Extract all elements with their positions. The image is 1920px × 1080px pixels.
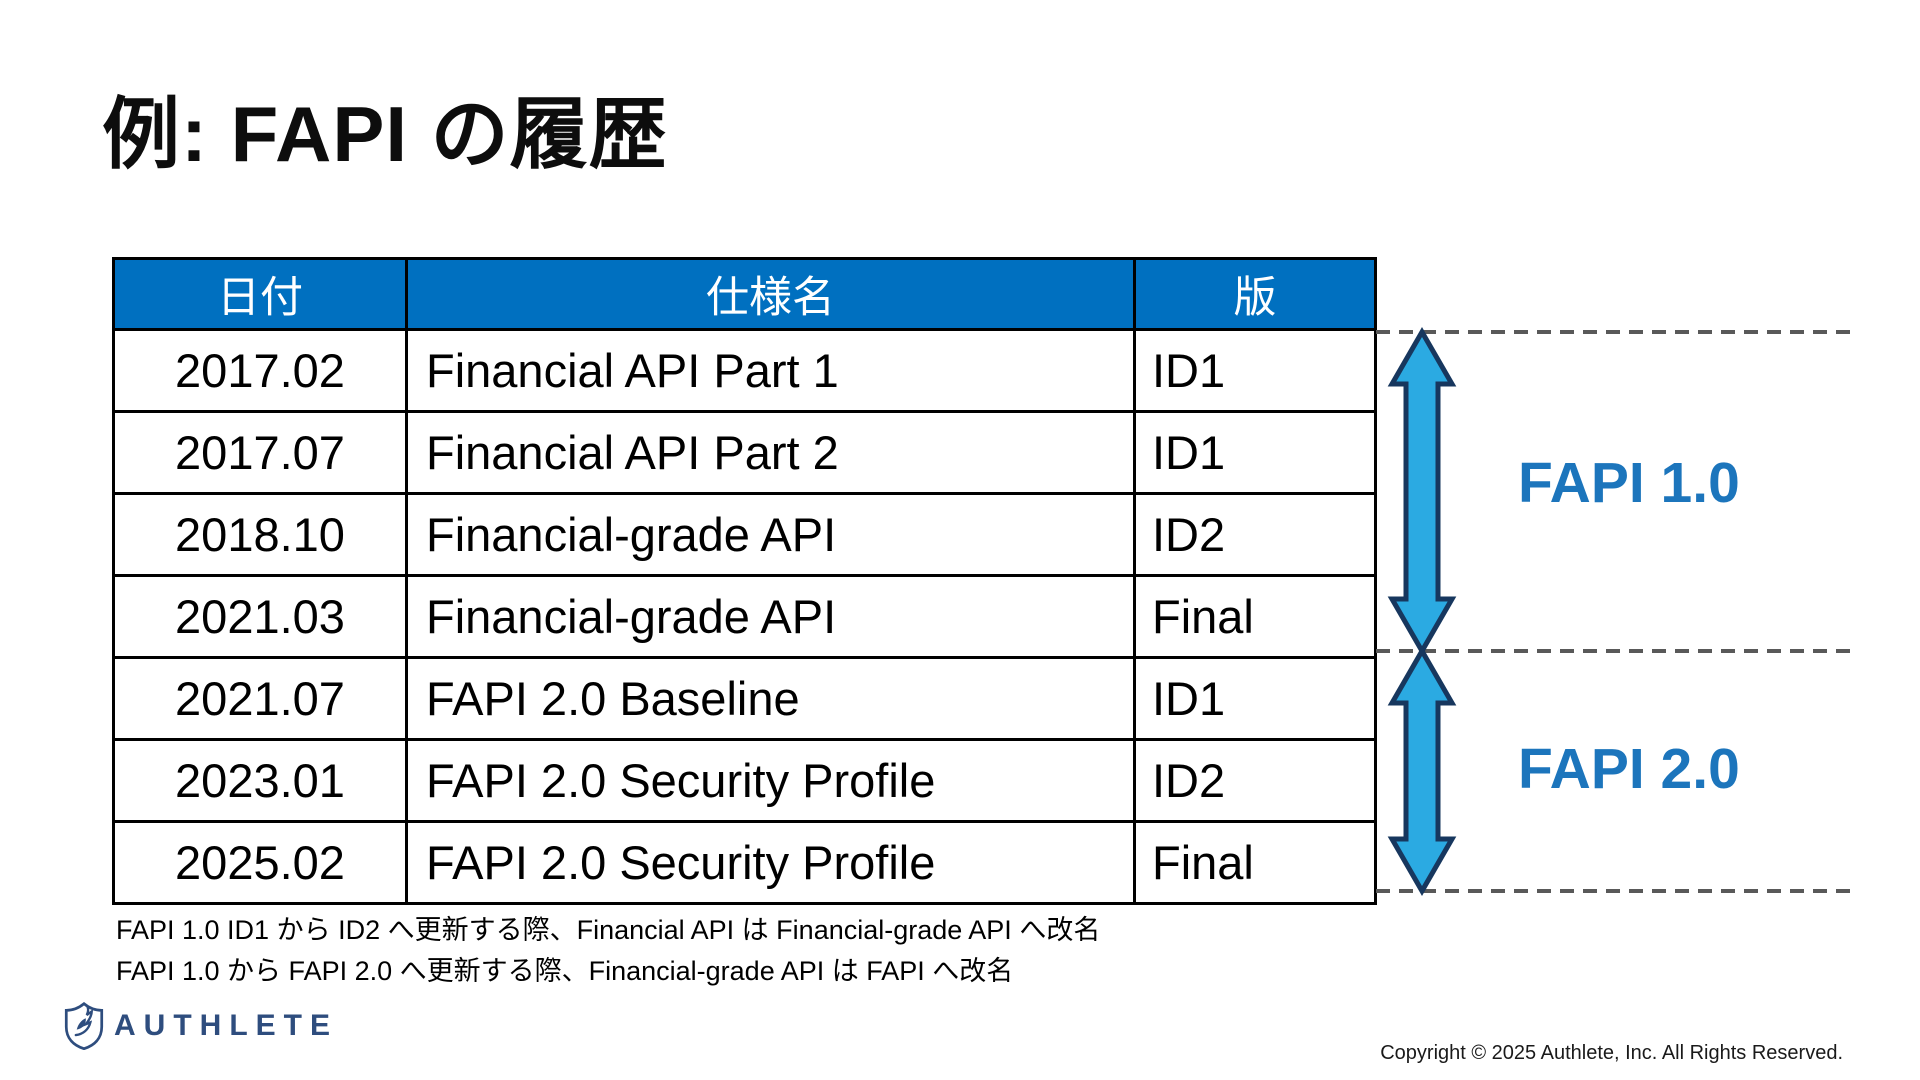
authlete-logo: AUTHLETE: [64, 1002, 338, 1050]
table-header-row: 日付 仕様名 版: [112, 257, 1377, 331]
spec-name-cell: Financial API Part 1: [405, 328, 1136, 413]
version-cell: Final: [1133, 574, 1377, 659]
timeline-annotation: [1376, 326, 1856, 897]
version-cell: ID2: [1133, 492, 1377, 577]
page-title: 例: FAPI の履歴: [102, 90, 668, 178]
footnote-line-1: FAPI 1.0 ID1 から ID2 へ更新する際、Financial API…: [116, 915, 1101, 945]
header-date: 日付: [112, 257, 408, 331]
date-cell: 2017.07: [112, 410, 408, 495]
fapi2-range-arrow-icon: [1387, 645, 1457, 897]
authlete-shield-icon: [64, 1002, 104, 1050]
header-version: 版: [1133, 257, 1377, 331]
spec-name-cell: Financial API Part 2: [405, 410, 1136, 495]
fapi1-range-arrow-icon: [1387, 326, 1457, 657]
logo-wordmark: AUTHLETE: [114, 1009, 338, 1042]
version-cell: Final: [1133, 820, 1377, 905]
date-cell: 2025.02: [112, 820, 408, 905]
spec-name-cell: FAPI 2.0 Security Profile: [405, 820, 1136, 905]
date-cell: 2018.10: [112, 492, 408, 577]
footnote-line-2: FAPI 1.0 から FAPI 2.0 へ更新する際、Financial-gr…: [116, 955, 1014, 986]
date-cell: 2023.01: [112, 738, 408, 823]
date-cell: 2017.02: [112, 328, 408, 413]
version-cell: ID1: [1133, 656, 1377, 741]
copyright-text: Copyright © 2025 Authlete, Inc. All Righ…: [1380, 1042, 1843, 1064]
spec-name-cell: FAPI 2.0 Baseline: [405, 656, 1136, 741]
header-spec-name: 仕様名: [405, 257, 1136, 331]
fapi2-label: FAPI 2.0: [1518, 737, 1740, 801]
spec-name-cell: Financial-grade API: [405, 492, 1136, 577]
date-cell: 2021.07: [112, 656, 408, 741]
version-cell: ID2: [1133, 738, 1377, 823]
footnotes: FAPI 1.0 ID1 から ID2 へ更新する際、Financial API…: [116, 910, 1100, 991]
fapi1-label: FAPI 1.0: [1518, 451, 1740, 515]
spec-name-cell: FAPI 2.0 Security Profile: [405, 738, 1136, 823]
date-cell: 2021.03: [112, 574, 408, 659]
version-cell: ID1: [1133, 410, 1377, 495]
spec-name-cell: Financial-grade API: [405, 574, 1136, 659]
version-cell: ID1: [1133, 328, 1377, 413]
